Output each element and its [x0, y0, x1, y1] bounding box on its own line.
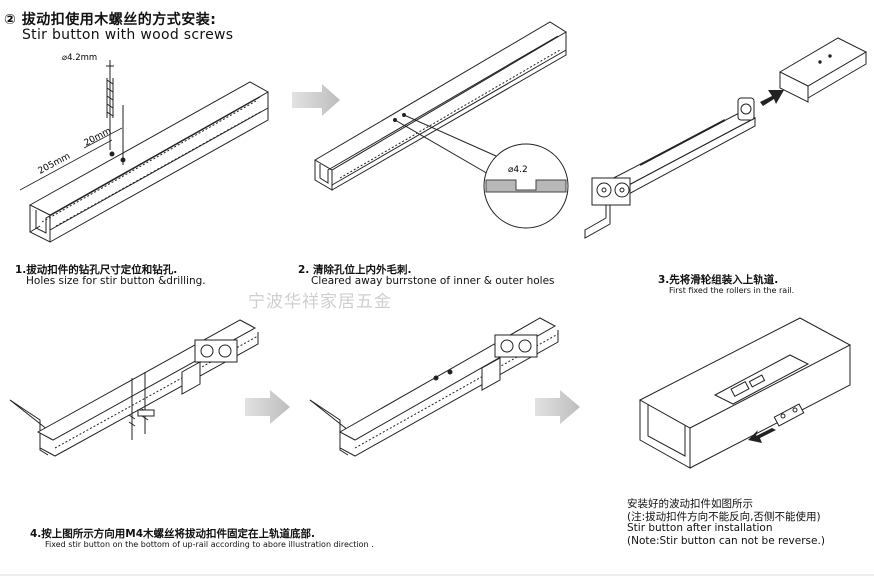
- next-step-arrow-3: [535, 390, 580, 424]
- next-step-arrow-1: [292, 84, 340, 116]
- step1-caption-cn: 1.拔动扣件的钻孔尺寸定位和钻孔.: [15, 264, 178, 276]
- next-step-arrow-2: [245, 390, 290, 424]
- step5-caption-en-note: (Note:Stir button can not be reverse.): [627, 535, 825, 547]
- step5-caption-en: Stir button after installation: [627, 522, 773, 534]
- step4-caption-cn: 4.按上图所示方向用M4木螺丝将拔动扣件固定在上轨道底部.: [30, 528, 316, 540]
- step3-caption-en: First fixed the rollers in the rail.: [669, 286, 795, 295]
- step4-left-drawing: [9, 319, 259, 457]
- step1-rail-drawing: [19, 60, 270, 243]
- end-dimension-label: 205mm: [37, 152, 72, 177]
- offset-dimension-label: 20mm: [83, 126, 113, 148]
- step5-installed-drawing: [638, 317, 852, 469]
- insert-arrow-icon: [760, 90, 784, 106]
- step1-caption-en: Holes size for stir button &drilling.: [26, 275, 206, 287]
- step3-caption-cn: 3.先将滑轮组装入上轨道.: [658, 274, 779, 286]
- step5-caption-cn-note: (注:拔动扣件方向不能反向,否侧不能使用): [627, 511, 821, 523]
- step4-caption-en: Fixed stir button on the bottom of up-ra…: [45, 540, 374, 549]
- step3-roller-drawing: [584, 37, 868, 239]
- section-title-cn: ② 拔动扣使用木螺丝的方式安装:: [4, 12, 217, 28]
- step2-caption-en: Cleared away burrstone of inner & outer …: [311, 275, 555, 287]
- result-arrow-icon: [748, 428, 776, 443]
- screw-diameter-label: ⌀4.2mm: [62, 53, 97, 63]
- hole-diameter-label: ⌀4.2: [508, 165, 528, 175]
- watermark-text: 宁波华祥家居五金: [248, 292, 392, 312]
- step4-right-drawing: [309, 317, 559, 457]
- section-title-en: Stir button with wood screws: [22, 27, 234, 43]
- step2-caption-cn: 2. 清除孔位上内外毛刺.: [298, 264, 412, 276]
- step2-rail-drawing: [314, 21, 569, 229]
- step5-caption-cn: 安装好的波动扣件如图所示: [627, 498, 753, 510]
